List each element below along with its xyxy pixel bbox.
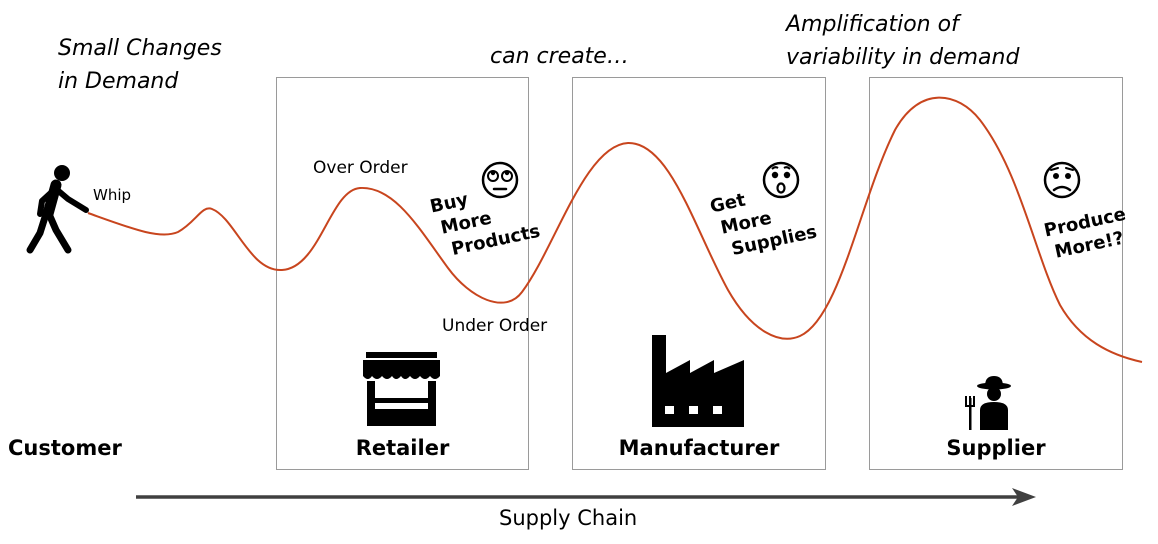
worried-face-icon — [1043, 161, 1081, 199]
retailer-stage-box: Retailer — [276, 77, 529, 470]
small-changes-line-2: in Demand — [58, 69, 179, 94]
under-order-label: Under Order — [442, 316, 548, 336]
rolling-eyes-face-icon — [481, 161, 519, 199]
whip-label: Whip — [93, 186, 132, 204]
manufacturer-label: Manufacturer — [618, 436, 780, 460]
factory-icon — [652, 335, 744, 427]
over-order-label: Over Order — [313, 158, 408, 178]
supplier-stage-box: Supplier — [869, 77, 1123, 470]
walking-person-icon — [26, 165, 89, 254]
small-changes-line-1: Small Changes — [58, 36, 222, 61]
amplification-line-2: variability in demand — [786, 45, 1020, 70]
manufacturer-stage-box: Manufacturer — [572, 77, 826, 470]
retailer-label: Retailer — [355, 436, 450, 460]
can-create-text: can create… — [490, 44, 629, 69]
surprised-face-icon — [762, 161, 800, 199]
demand-wave — [87, 96, 1143, 363]
farmer-icon — [965, 376, 1011, 430]
store-icon — [363, 352, 440, 426]
supplier-label: Supplier — [946, 436, 1046, 460]
supply-chain-label: Supply Chain — [499, 506, 638, 530]
amplification-line-1: Amplification of — [786, 12, 959, 37]
supply-chain-arrow — [136, 488, 1036, 506]
customer-label: Customer — [8, 436, 122, 460]
